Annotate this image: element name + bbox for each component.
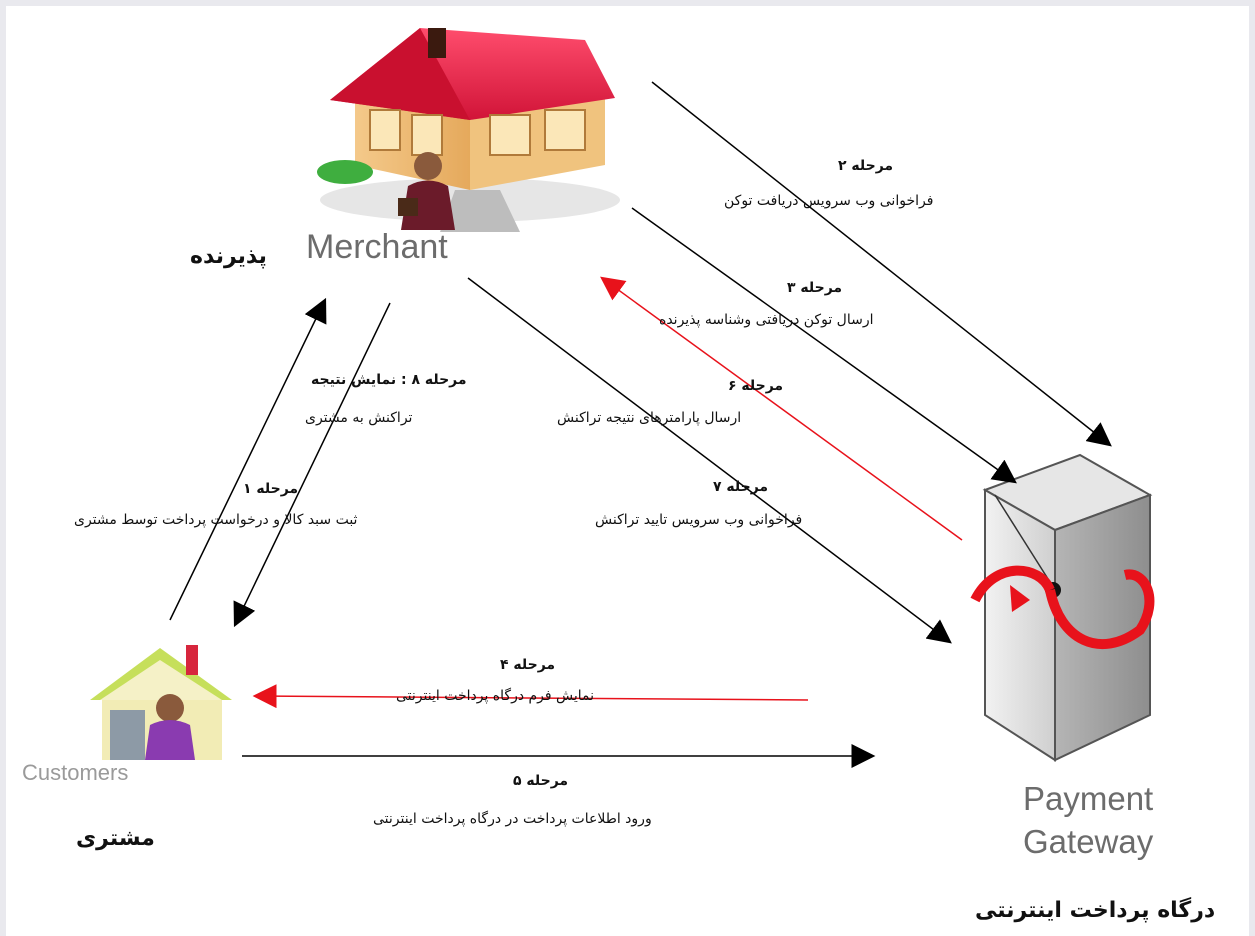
step-1-arrow [169,297,327,621]
step-2-title: مرحله ۲ [838,158,894,174]
step-2-desc: فراخوانی وب سرویس دریافت توکن [724,193,934,209]
step-7-title: مرحله ۷ [713,479,769,495]
step-5-title: مرحله ۵ [513,773,569,789]
step-7-desc: فراخوانی وب سرویس تایید تراکنش [595,512,803,528]
payment-gateway-server-icon [970,453,1155,762]
step-4-desc: نمایش فرم درگاه پرداخت اینترنتی [396,688,595,704]
step-3-arrow [631,207,1017,484]
step-3-desc: ارسال توکن دریافتی وشناسه پذیرنده [659,312,874,328]
step-8-title: مرحله ۸ : نمایش نتیجه [311,372,467,388]
customer-house-icon [90,645,232,760]
merchant-house-icon [317,28,620,232]
step-5-desc: ورود اطلاعات پرداخت در درگاه پرداخت اینت… [373,811,652,827]
step-1-title: مرحله ۱ [243,481,299,497]
step-2-arrow [651,81,1112,447]
frame-border [0,0,6,936]
step-8-desc: تراکنش به مشتری [305,410,413,426]
gateway-label-en-line2: Gateway [1023,823,1154,860]
step-7-arrow [467,277,952,644]
step-6-title: مرحله ۶ [728,378,784,394]
step-1-desc: ثبت سبد کالا و درخواست پرداخت توسط مشتری [74,512,358,528]
step-3-title: مرحله ۳ [787,280,843,296]
gateway-label-en-line1: Payment [1023,780,1154,817]
customer-label-fa: مشتری [76,826,155,851]
step-4-title: مرحله ۴ [500,657,556,673]
frame-border [1249,0,1255,936]
step-8-arrow [233,302,391,628]
merchant-label-fa: پذیرنده [190,244,267,269]
merchant-label-en: Merchant [306,228,448,266]
step-6-desc: ارسال پارامترهای نتیجه تراکنش [557,410,742,426]
step-4-arrow [252,684,809,709]
customer-label-en: Customers [22,760,129,785]
gateway-label-fa: درگاه پرداخت اینترنتی [975,898,1216,923]
frame-border [0,0,1255,6]
step-6-arrow [600,276,963,541]
